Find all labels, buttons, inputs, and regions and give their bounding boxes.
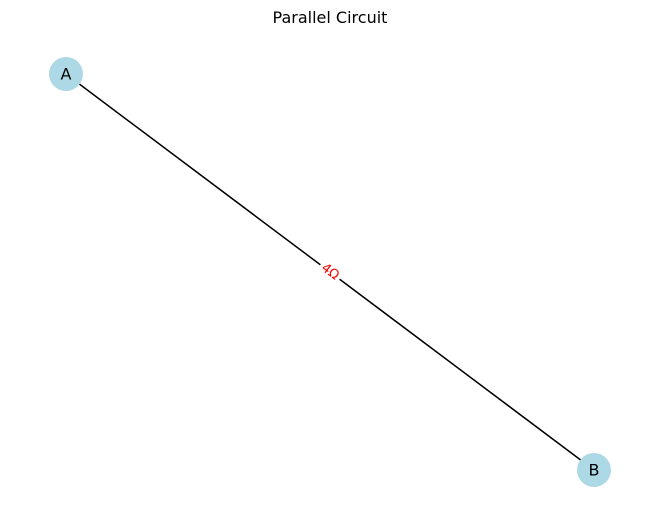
node-b-label: B (589, 461, 600, 480)
edge-label-background (315, 257, 345, 287)
diagram-title: Parallel Circuit (273, 8, 388, 27)
node-a-circle (49, 57, 83, 91)
node-a-label: A (61, 65, 72, 84)
node-a: A (49, 57, 83, 91)
node-b: B (577, 453, 611, 487)
node-b-circle (577, 453, 611, 487)
